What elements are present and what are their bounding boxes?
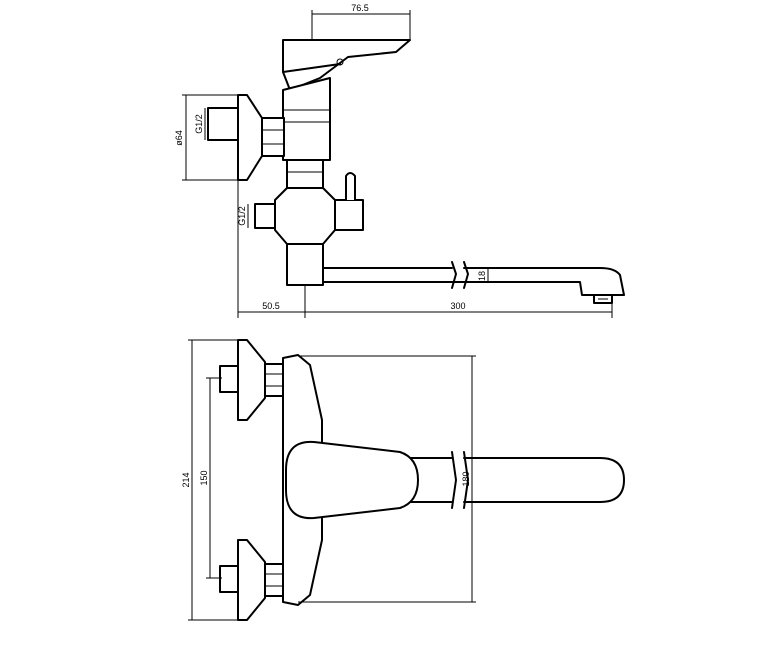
front-wall-flange-bottom <box>237 539 266 621</box>
dim-total-height: 214 <box>181 472 191 487</box>
front-inlet-top <box>219 365 239 393</box>
side-inlet-top <box>207 107 239 141</box>
dim-inlet-thread-top: G1/2 <box>194 114 204 134</box>
dim-flange-diameter: ø64 <box>174 130 184 146</box>
dim-spout-height: 18 <box>477 271 487 281</box>
side-view: 76.5 ø64 G1/2 G1/2 18 50.5 300 <box>174 3 625 318</box>
dim-inlet-spacing: 150 <box>199 470 209 485</box>
dim-spout-length: 300 <box>450 301 465 311</box>
front-view: 214 150 180 <box>181 339 625 621</box>
side-spout <box>322 267 625 296</box>
front-hex-nut-bottom <box>264 563 284 597</box>
side-diverter-knob <box>334 199 364 231</box>
dim-spout-span: 180 <box>461 471 471 486</box>
side-hex-nut-top <box>261 117 285 157</box>
side-valve-body <box>282 77 331 161</box>
side-inlet-lower <box>254 203 276 229</box>
side-handle-lever <box>282 39 411 91</box>
dim-handle-width: 76.5 <box>351 3 369 13</box>
dim-wall-offset: 50.5 <box>262 301 280 311</box>
front-hex-nut-top <box>264 363 284 397</box>
dim-inlet-thread-lower: G1/2 <box>237 206 247 226</box>
front-handle-lever <box>285 440 419 520</box>
side-diverter-body <box>274 187 336 245</box>
side-wall-flange-top <box>237 94 263 181</box>
front-wall-flange-top <box>237 339 266 421</box>
side-connector-tube <box>286 159 324 189</box>
front-inlet-bottom <box>219 565 239 593</box>
